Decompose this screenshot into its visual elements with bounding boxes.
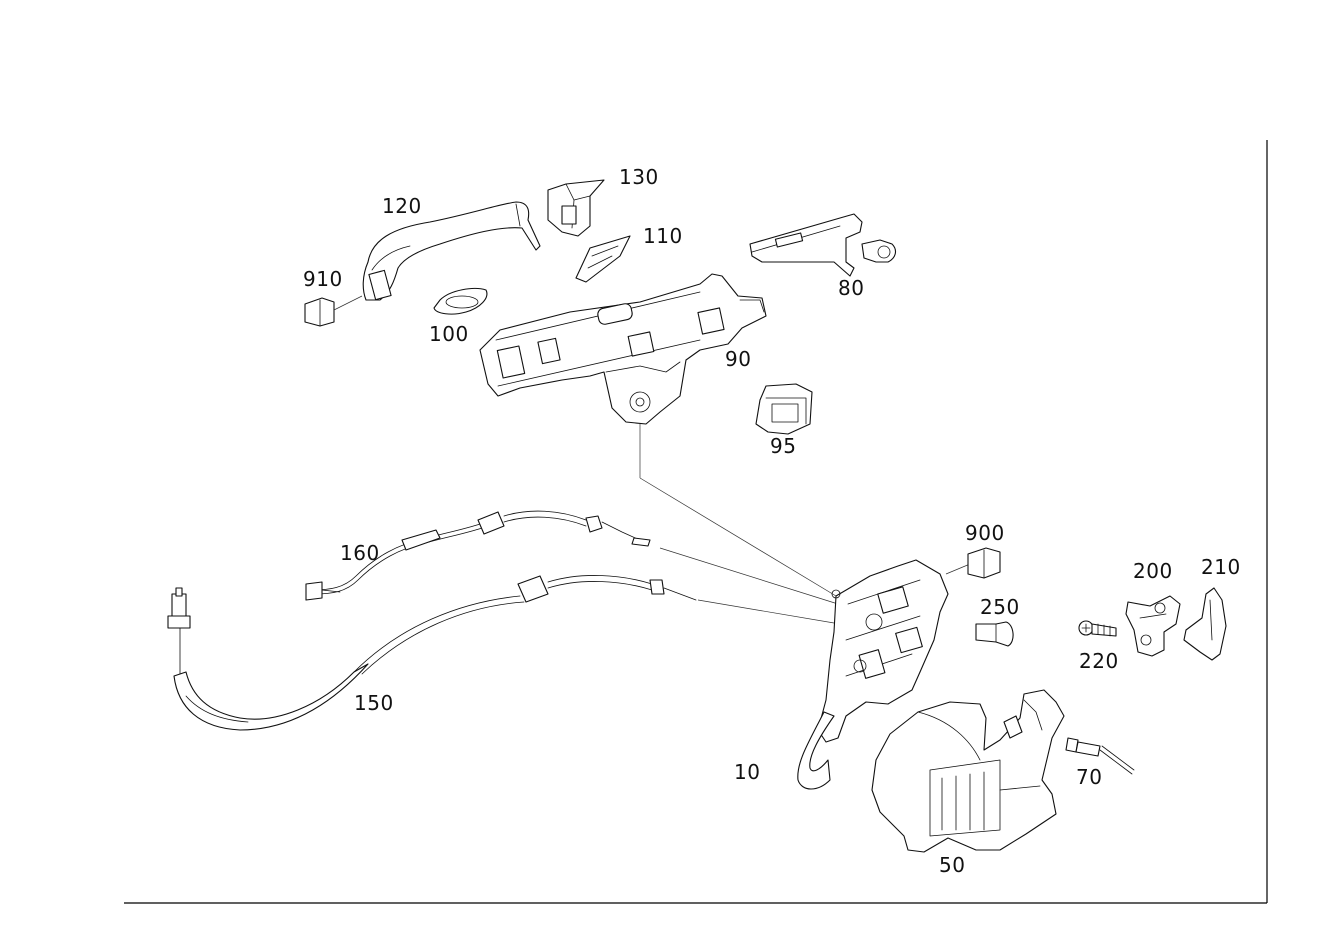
part-70-pin	[1065, 737, 1135, 775]
callout-910: 910	[303, 267, 343, 291]
callout-160: 160	[340, 541, 380, 565]
callout-210: 210	[1201, 555, 1241, 579]
part-100-gasket	[433, 287, 488, 315]
callout-70: 70	[1076, 765, 1103, 789]
callout-90: 90	[725, 347, 752, 371]
callout-120: 120	[382, 194, 422, 218]
part-900-clip	[967, 547, 1001, 579]
callout-10: 10	[734, 760, 761, 784]
callout-200: 200	[1133, 559, 1173, 583]
part-120-door-handle	[362, 201, 541, 301]
part-50-cover	[871, 689, 1065, 853]
part-250-bolt	[975, 621, 1014, 647]
part-95-cover	[755, 383, 813, 435]
callout-100: 100	[429, 322, 469, 346]
callout-250: 250	[980, 595, 1020, 619]
callout-130: 130	[619, 165, 659, 189]
callout-110: 110	[643, 224, 683, 248]
part-160-cable	[305, 510, 839, 605]
part-110-gasket	[575, 235, 631, 283]
part-130-end-cap	[547, 179, 605, 237]
callout-900: 900	[965, 521, 1005, 545]
part-200-striker	[1125, 595, 1181, 657]
part-220-screw	[1078, 620, 1117, 637]
part-910-clip	[304, 295, 363, 327]
part-210-plate	[1183, 587, 1227, 661]
callout-95: 95	[770, 434, 797, 458]
part-80-lock-carrier	[749, 213, 897, 277]
callout-50: 50	[939, 853, 966, 877]
part-10-door-lock	[797, 559, 971, 790]
callout-220: 220	[1079, 649, 1119, 673]
callout-150: 150	[354, 691, 394, 715]
part-90-handle-bracket	[479, 273, 767, 425]
callout-80: 80	[838, 276, 865, 300]
diagram-frame	[124, 140, 1268, 904]
part-150-cable	[167, 575, 841, 731]
